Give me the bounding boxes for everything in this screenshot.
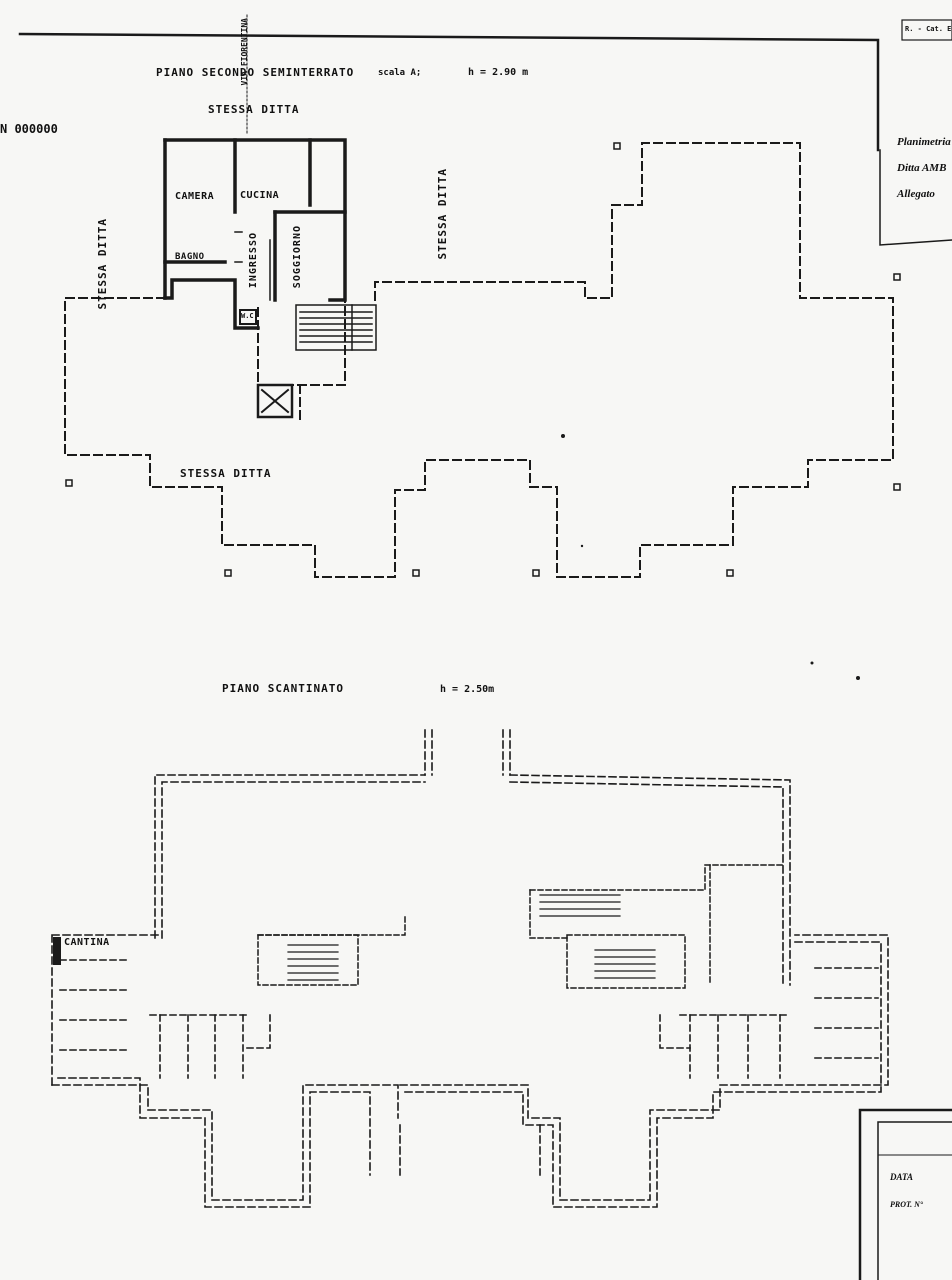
column-markers-top bbox=[65, 142, 901, 577]
top-floor-height: h = 2.90 m bbox=[468, 67, 529, 78]
basement-height: h = 2.50m bbox=[440, 684, 495, 695]
top-floor-title: PIANO SECONDO SEMINTERRATO bbox=[156, 66, 355, 79]
basement-cores bbox=[257, 864, 784, 989]
room-bagno: BAGNO bbox=[175, 252, 205, 262]
basement-stairs bbox=[287, 894, 656, 981]
footer-prot-label: PROT. N° bbox=[890, 1200, 924, 1209]
top-floor-outline bbox=[64, 142, 894, 578]
apartment-walls bbox=[163, 138, 347, 330]
header-line-planimetria: Planimetria bbox=[897, 136, 951, 148]
room-wc: W.C. bbox=[241, 312, 258, 320]
room-ingresso: INGRESSO bbox=[248, 232, 259, 289]
footer-data-label: DATA bbox=[890, 1172, 914, 1182]
cantine-partitions bbox=[59, 959, 879, 1079]
cantina-label: CANTINA bbox=[64, 937, 110, 948]
basement-title: PIANO SCANTINATO bbox=[222, 682, 344, 695]
top-border-line bbox=[18, 32, 880, 152]
speckles bbox=[561, 434, 860, 680]
cantina-corner-fill bbox=[53, 937, 61, 965]
room-soggiorno: SOGGIORNO bbox=[292, 225, 303, 289]
owner-top-label: STESSA DITTA bbox=[208, 103, 300, 116]
header-stamp-box bbox=[901, 19, 952, 41]
owner-center-label: STESSA DITTA bbox=[436, 168, 449, 260]
room-cucina: CUCINA bbox=[240, 190, 280, 201]
footer-box-outline bbox=[858, 1108, 952, 1280]
owner-left-label: STESSA DITTA bbox=[96, 218, 109, 310]
room-camera: CAMERA bbox=[175, 191, 215, 202]
header-stamp: R. - Cat. E bbox=[905, 25, 952, 33]
owner-bottom-label: STESSA DITTA bbox=[180, 467, 272, 480]
elevator-shaft bbox=[256, 383, 294, 419]
wc-block bbox=[239, 309, 257, 325]
basement-outline bbox=[51, 729, 889, 1208]
scale-note: scala A; bbox=[378, 68, 422, 78]
left-edge-text: N 000000 bbox=[0, 122, 58, 136]
header-line-allegato: Allegato bbox=[897, 188, 935, 200]
stair-block-top bbox=[295, 304, 377, 351]
header-line-ditta: Ditta AMB bbox=[897, 162, 947, 174]
header-box-outline bbox=[879, 149, 952, 246]
